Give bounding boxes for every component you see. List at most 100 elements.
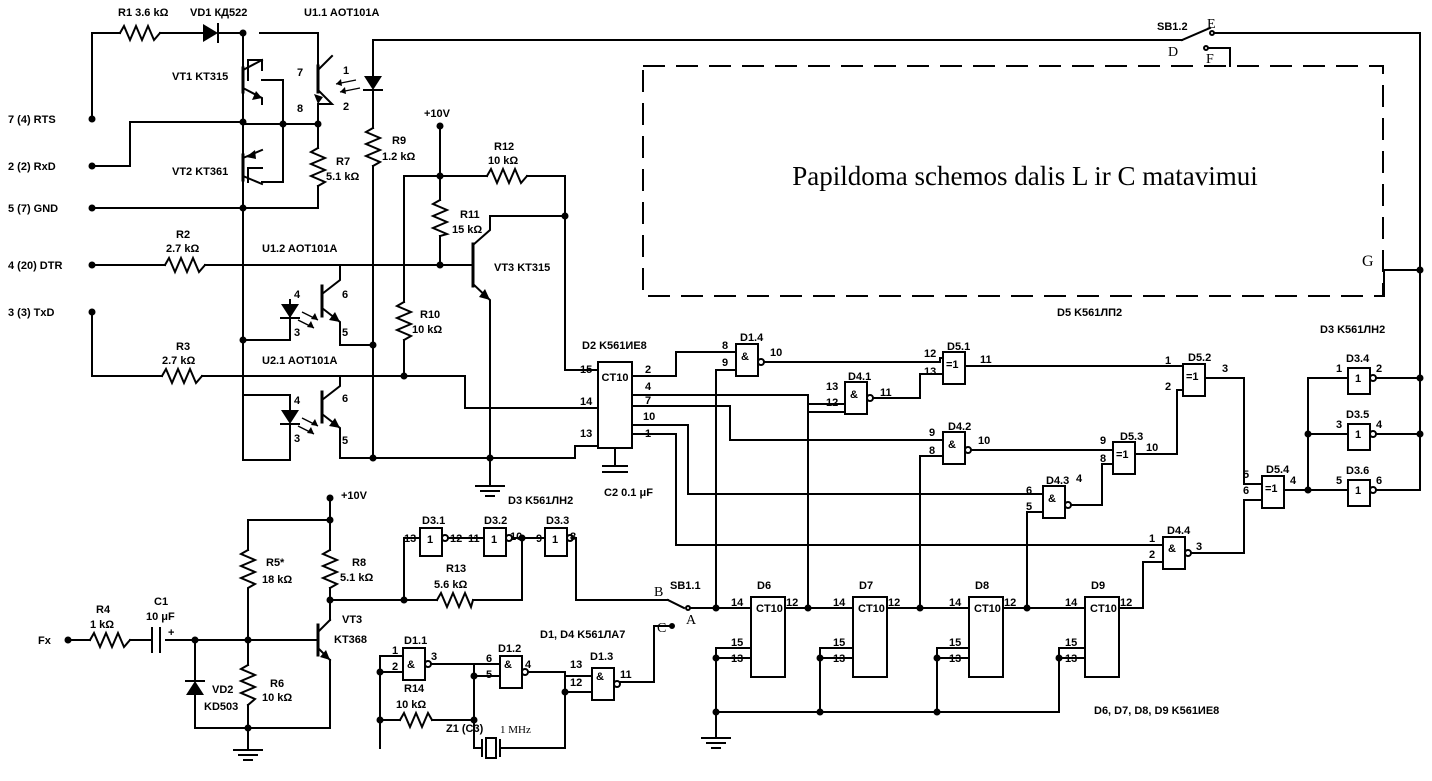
svg-text:9: 9 [1100, 435, 1106, 447]
svg-text:2: 2 [1165, 381, 1171, 393]
diode-vd1 [203, 23, 219, 43]
junctions [64, 29, 1424, 732]
svg-text:3: 3 [294, 433, 300, 445]
label-d5: D5 K561ЛП2 [1057, 307, 1122, 319]
svg-text:12: 12 [570, 677, 582, 689]
resistor-r4 [88, 630, 132, 650]
svg-text:13: 13 [404, 533, 416, 545]
wires-mid [91, 125, 599, 487]
svg-text:14: 14 [1065, 597, 1078, 609]
svg-text:15: 15 [833, 637, 845, 649]
label-d43: D4.3 [1046, 475, 1069, 487]
ground-top [475, 457, 521, 497]
sym-d54: =1 [1265, 483, 1278, 495]
svg-text:9: 9 [722, 357, 728, 369]
svg-text:10: 10 [1146, 442, 1158, 454]
label-d3-bottom: D3 K561ЛН2 [508, 495, 573, 507]
label-d9: D9 [1091, 580, 1105, 592]
label-vt2: VT2 KT361 [172, 166, 228, 178]
label-d44: D4.4 [1167, 525, 1191, 537]
svg-text:14: 14 [580, 396, 593, 408]
label-d53: D5.3 [1120, 431, 1143, 443]
d2-ct10-label: CT10 [602, 372, 629, 384]
svg-text:13: 13 [833, 653, 845, 665]
svg-text:3: 3 [431, 651, 437, 663]
svg-text:11: 11 [620, 669, 632, 681]
port-rts: 7 (4) RTS [8, 114, 56, 126]
label-r11-name: R11 [460, 209, 480, 221]
svg-text:13: 13 [580, 428, 592, 440]
optocoupler-u21 [242, 375, 341, 451]
label-r14-name: R14 [404, 683, 425, 695]
switch-sb12 [1180, 26, 1421, 67]
resistor-r10 [394, 300, 414, 342]
svg-text:5: 5 [1336, 475, 1342, 487]
label-r9-name: R9 [392, 135, 406, 147]
svg-text:15: 15 [731, 637, 743, 649]
label-r8-name: R8 [352, 557, 366, 569]
svg-text:13: 13 [924, 366, 936, 378]
gate-d53 [1112, 389, 1184, 475]
label-r12-name: R12 [494, 141, 514, 153]
crystal-z1 [481, 737, 501, 759]
resistor-r7 [308, 146, 328, 188]
sym-d42: & [948, 439, 956, 451]
label-r4-value: 1 kΩ [90, 619, 114, 631]
gate-d52 [1182, 363, 1263, 485]
port-txd: 3 (3) TxD [8, 307, 55, 319]
label-r4-name: R4 [96, 604, 111, 616]
port-fx: Fx [38, 635, 52, 647]
label-r10-value: 10 kΩ [412, 324, 442, 336]
svg-text:2: 2 [645, 364, 651, 376]
resistor-r3 [160, 366, 204, 386]
d2-outputs [631, 351, 1164, 546]
svg-text:1: 1 [645, 428, 651, 440]
label-r5-value: 18 kΩ [262, 574, 292, 586]
label-r13-value: 5.6 kΩ [434, 579, 467, 591]
svg-text:1: 1 [1165, 355, 1171, 367]
label-sb11: SB1.1 [670, 580, 701, 592]
svg-text:9: 9 [536, 533, 542, 545]
led-u11 [363, 69, 383, 129]
transistor-vt2 [241, 148, 264, 186]
wire-u12-emitter [339, 337, 374, 346]
diode-vd2 [185, 680, 205, 695]
svg-text:8: 8 [929, 445, 935, 457]
resistor-r9 [363, 126, 383, 168]
wires-input-stage [67, 497, 523, 751]
sym-d36: 1 [1355, 485, 1361, 497]
label-c1-name: C1 [154, 596, 168, 608]
label-r6-name: R6 [270, 678, 284, 690]
optocoupler-u11 [314, 54, 361, 105]
svg-text:10: 10 [770, 347, 782, 359]
svg-text:6: 6 [486, 653, 492, 665]
resistor-r8 [320, 548, 340, 590]
counter-chain [715, 403, 1144, 739]
inverters-d31-d33 [419, 527, 669, 601]
label-d1-d4: D1, D4 K561ЛА7 [540, 629, 625, 641]
gate-d44 [1142, 499, 1263, 606]
sym-d12: & [504, 659, 512, 671]
gate-d41 [807, 373, 944, 415]
svg-text:3: 3 [1222, 363, 1228, 375]
svg-text:3: 3 [1196, 541, 1202, 553]
svg-text:8: 8 [297, 103, 303, 115]
svg-text:12: 12 [888, 597, 900, 609]
svg-text:10: 10 [978, 435, 990, 447]
svg-text:6: 6 [1243, 485, 1249, 497]
label-d42: D4.2 [948, 421, 971, 433]
resistor-r2 [163, 255, 207, 275]
label-d36: D3.6 [1346, 465, 1369, 477]
port-rxd: 2 (2) RxD [8, 161, 56, 173]
svg-text:11: 11 [468, 533, 480, 545]
sym-d35: 1 [1355, 429, 1361, 441]
resistor-r6 [238, 663, 258, 707]
node-c: C [657, 621, 666, 636]
label-r3-value: 2.7 kΩ [162, 355, 195, 367]
transistor-vt1 [241, 58, 264, 105]
svg-text:12: 12 [786, 597, 798, 609]
sym-d44: & [1168, 543, 1176, 555]
sym-d41: & [850, 389, 858, 401]
ct10-d8: CT10 [974, 603, 1001, 615]
